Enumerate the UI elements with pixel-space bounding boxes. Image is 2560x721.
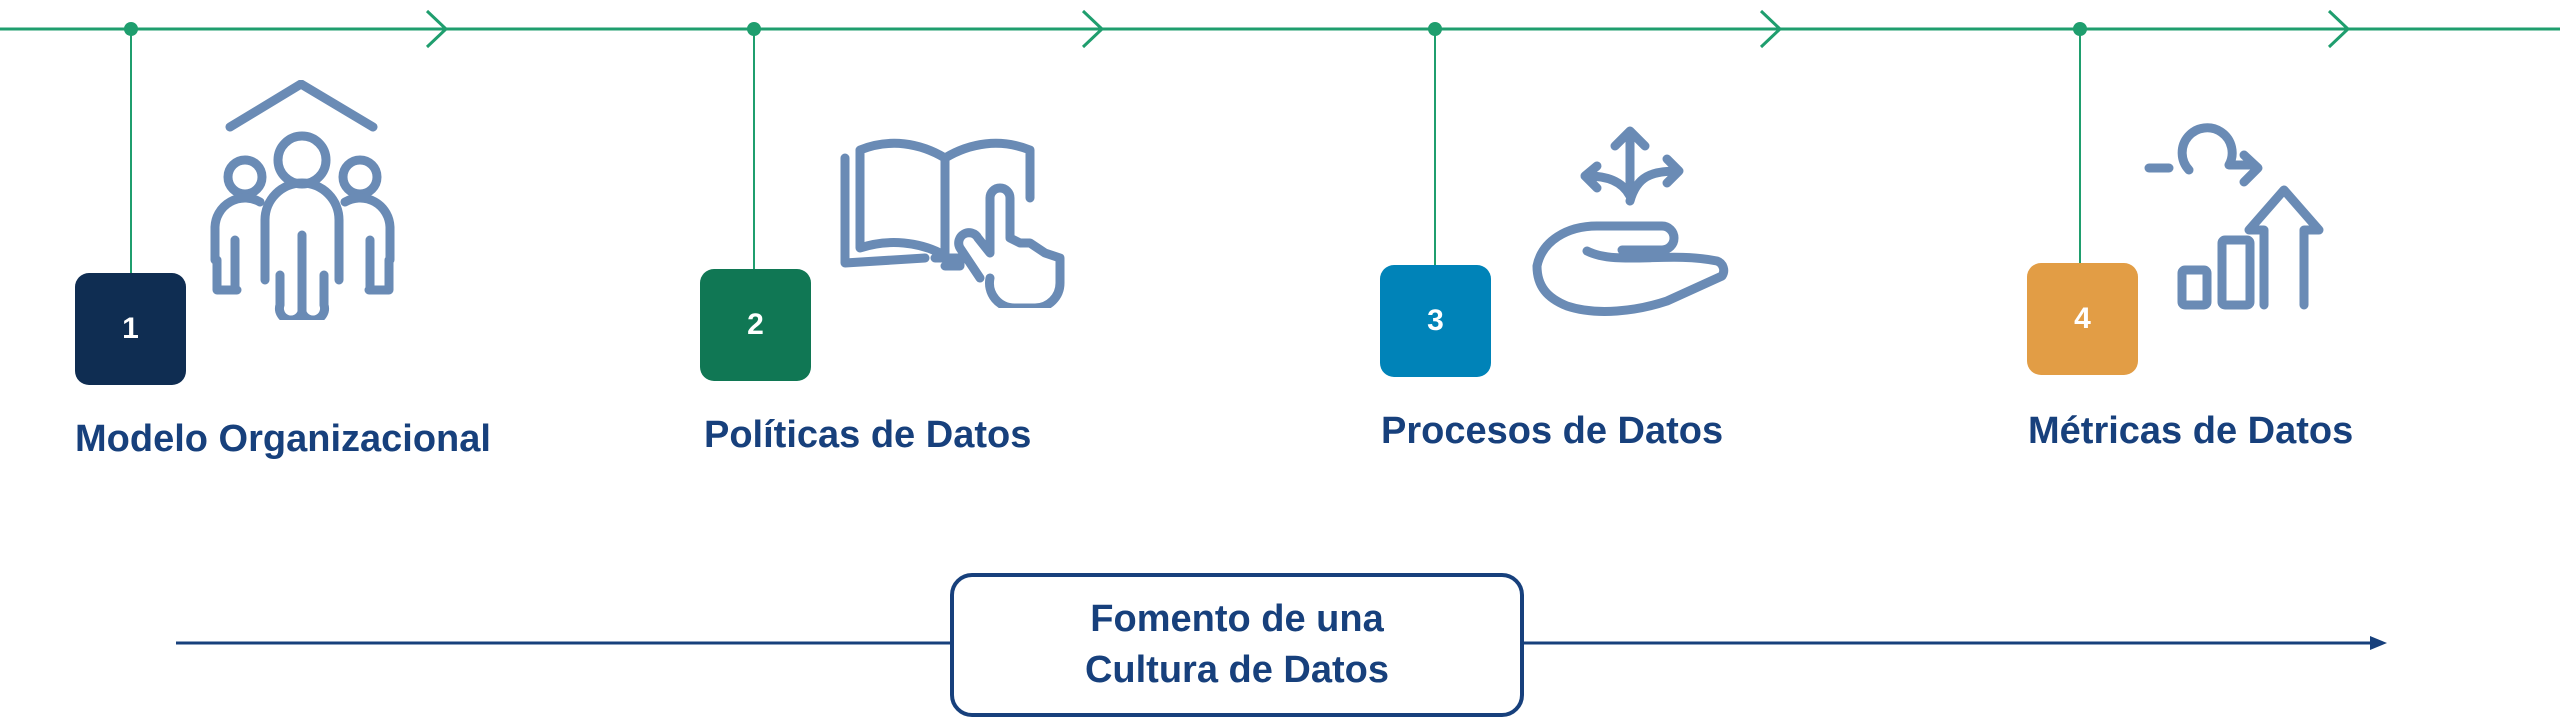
step-number: 3 bbox=[1427, 304, 1444, 337]
culture-line1: Fomento de una bbox=[1090, 597, 1384, 640]
culture-line2: Cultura de Datos bbox=[1084, 649, 1390, 691]
step-2-label: Políticas de Datos bbox=[704, 414, 1032, 456]
step-1-badge: 1 bbox=[75, 273, 186, 385]
chart-growth-icon bbox=[2144, 123, 2324, 310]
arrow-head-icon bbox=[2370, 636, 2387, 650]
chevron-icons bbox=[425, 9, 2351, 49]
step-2-badge: 2 bbox=[700, 269, 811, 381]
step-3-label: Procesos de Datos bbox=[1381, 410, 1724, 452]
step-number: 4 bbox=[2074, 302, 2091, 335]
step-4-badge: 4 bbox=[2027, 263, 2138, 375]
book-hand-icon bbox=[840, 138, 1065, 308]
step-4-label: Métricas de Datos bbox=[2028, 410, 2354, 452]
hand-arrows-icon bbox=[1532, 126, 1729, 316]
step-number: 2 bbox=[747, 308, 764, 341]
culture-box: Fomento de una Cultura de Datos bbox=[950, 573, 1524, 717]
step-3-badge: 3 bbox=[1380, 265, 1491, 377]
step-1-label: Modelo Organizacional bbox=[75, 418, 491, 460]
people-group-icon bbox=[210, 80, 395, 320]
step-number: 1 bbox=[122, 312, 139, 345]
connectors bbox=[130, 29, 2081, 275]
